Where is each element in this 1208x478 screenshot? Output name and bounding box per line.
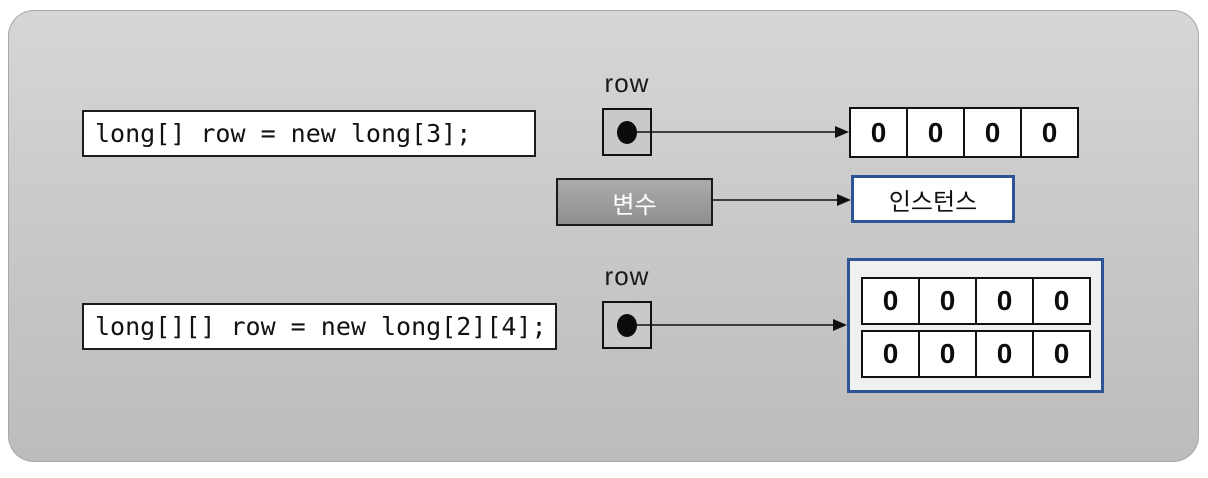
array-cell: 0 [906, 109, 963, 156]
reference-dot-icon [617, 120, 637, 144]
code-text-1d: long[] row = new long[3]; [95, 119, 472, 148]
reference-box-1d [602, 108, 652, 156]
array-cell: 0 [975, 279, 1032, 323]
ref-label-1d: row [604, 68, 650, 98]
code-text-2d: long[][] row = new long[2][4]; [95, 312, 547, 341]
code-box-1d-declaration: long[] row = new long[3]; [82, 110, 536, 157]
array-cell: 0 [918, 332, 975, 376]
instance-box: 인스턴스 [851, 175, 1015, 223]
array-cell: 0 [882, 285, 899, 316]
array-1d: 0 0 0 0 [849, 107, 1079, 158]
reference-dot-icon [617, 313, 637, 337]
array-cell: 0 [1032, 332, 1089, 376]
array-cell: 0 [975, 332, 1032, 376]
array-cell: 0 [963, 109, 1020, 156]
array-cell: 0 [870, 116, 887, 148]
reference-box-2d [602, 301, 652, 349]
array-2d-container: 0 0 0 0 0 0 0 0 [847, 258, 1104, 393]
array-cell: 0 [882, 338, 899, 369]
array-cell: 0 [918, 279, 975, 323]
code-box-2d-declaration: long[][] row = new long[2][4]; [82, 303, 557, 350]
array-cell: 0 [1032, 279, 1089, 323]
variable-box: 변수 [556, 178, 713, 226]
array-2d-row: 0 0 0 0 [861, 277, 1091, 325]
array-cell: 0 [1020, 109, 1077, 156]
ref-label-2d: row [604, 261, 650, 291]
array-2d-row: 0 0 0 0 [861, 330, 1091, 378]
